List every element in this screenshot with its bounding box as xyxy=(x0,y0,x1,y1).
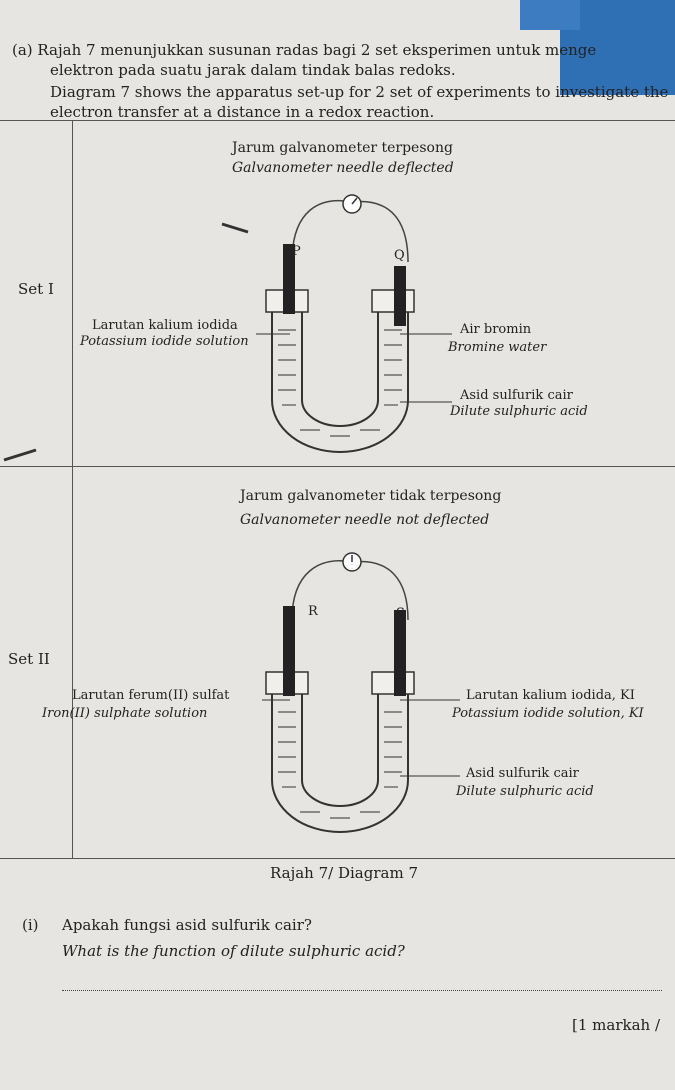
set2-acid-ms: Asid sulfurik cair xyxy=(466,766,579,781)
diagram-caption: Rajah 7/ Diagram 7 xyxy=(270,864,418,882)
intro-line-1: (a) Rajah 7 menunjukkan susunan radas ba… xyxy=(12,41,597,59)
question-text-ms: Apakah fungsi asid sulfurik cair? xyxy=(62,916,312,934)
background-blue-region-top xyxy=(520,0,580,30)
table-column-divider xyxy=(72,120,73,858)
question-text-en: What is the function of dilute sulphuric… xyxy=(62,942,405,960)
marks-label: [1 markah / xyxy=(572,1016,661,1034)
set2-electrode-s: S xyxy=(396,606,405,621)
set1-caption-ms: Jarum galvanometer terpesong xyxy=(232,140,453,156)
set2-electrode-r: R xyxy=(308,604,318,619)
table-row-divider xyxy=(0,466,675,467)
set1-left-solution-ms: Larutan kalium iodida xyxy=(92,318,238,333)
intro-line-3: Diagram 7 shows the apparatus set-up for… xyxy=(50,83,669,101)
table-bottom-border xyxy=(0,858,675,859)
set2-right-solution-en: Potassium iodide solution, KI xyxy=(452,706,644,721)
set1-left-solution-en: Potassium iodide solution xyxy=(80,334,249,349)
set2-caption-en: Galvanometer needle not deflected xyxy=(240,512,490,528)
set2-left-solution-en: Iron(II) sulphate solution xyxy=(42,706,208,721)
set1-galvanometer-icon xyxy=(342,194,362,214)
table-top-border xyxy=(0,120,675,121)
set1-electrode-q: Q xyxy=(394,248,405,263)
set2-galvanometer-icon xyxy=(342,552,362,572)
set2-caption-ms: Jarum galvanometer tidak terpesong xyxy=(240,488,502,504)
intro-line-2: elektron pada suatu jarak dalam tindak b… xyxy=(50,61,456,79)
set2-left-solution-ms: Larutan ferum(II) sulfat xyxy=(72,688,230,703)
set1-acid-en: Dilute sulphuric acid xyxy=(450,404,588,419)
set1-caption-en: Galvanometer needle deflected xyxy=(232,160,454,176)
set1-right-solution-en: Bromine water xyxy=(448,340,547,355)
set1-label: Set I xyxy=(18,280,54,298)
set2-acid-en: Dilute sulphuric acid xyxy=(456,784,594,799)
set1-right-solution-ms: Air bromin xyxy=(460,322,532,337)
answer-line[interactable] xyxy=(62,990,662,991)
set1-acid-ms: Asid sulfurik cair xyxy=(460,388,573,403)
set2-right-solution-ms: Larutan kalium iodida, KI xyxy=(466,688,635,703)
question-number: (i) xyxy=(22,916,39,934)
set2-label: Set II xyxy=(8,650,50,668)
intro-line-4: electron transfer at a distance in a red… xyxy=(50,103,435,121)
set1-electrode-p: P xyxy=(292,244,301,259)
